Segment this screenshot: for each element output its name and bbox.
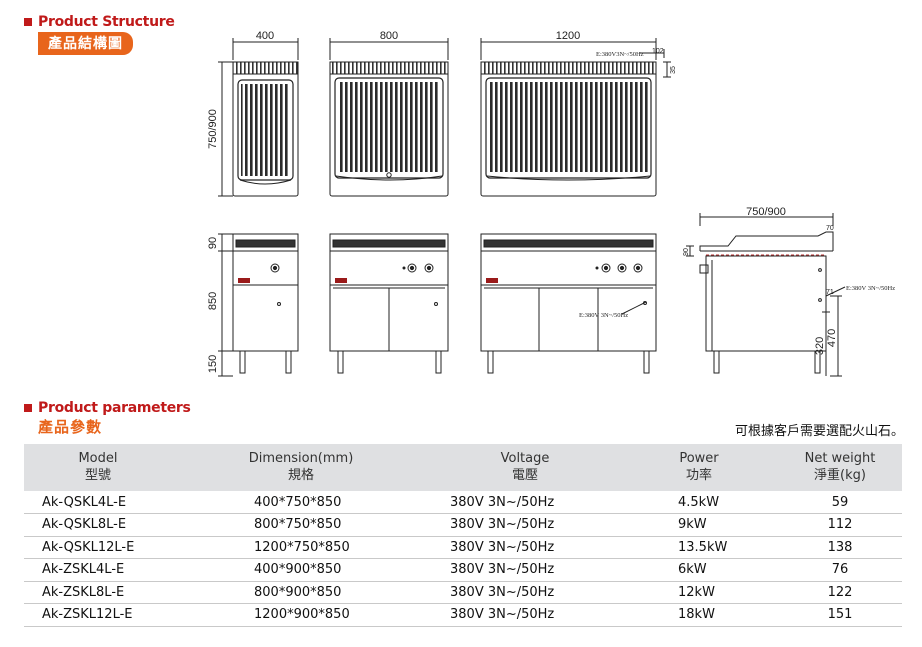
dim-400-label: 400 [256, 30, 274, 42]
voltage-tag-side: E:380V 3N~/50Hz [846, 285, 895, 292]
table-row: Ak-ZSKL12L-E 1200*900*850 380V 3N~/50Hz … [24, 603, 902, 627]
cell-power: 9kW [620, 513, 778, 537]
parameters-title-zh: 產品參數 [38, 419, 103, 436]
cell-power: 18kW [620, 603, 778, 627]
dim-71-label: 71 [826, 289, 834, 296]
cell-model: Ak-ZSKL12L-E [24, 603, 172, 627]
cell-power: 12kW [620, 581, 778, 604]
cell-power: 13.5kW [620, 536, 778, 559]
structure-title: Product Structure [24, 14, 175, 30]
voltage-tag-front: E:380V 3N~/50Hz [579, 312, 628, 319]
red-square-icon [24, 18, 32, 26]
cell-dimension: 800*750*850 [172, 513, 430, 537]
table-row: Ak-QSKL4L-E 400*750*850 380V 3N~/50Hz 4.… [24, 491, 902, 514]
cell-weight: 112 [778, 513, 902, 537]
cell-voltage: 380V 3N~/50Hz [430, 558, 620, 582]
dim-320-label: 320 [814, 337, 826, 355]
table-row: Ak-ZSKL4L-E 400*900*850 380V 3N~/50Hz 6k… [24, 558, 902, 582]
cell-voltage: 380V 3N~/50Hz [430, 513, 620, 537]
cell-voltage: 380V 3N~/50Hz [430, 581, 620, 604]
cell-dimension: 400*900*850 [172, 558, 430, 582]
cell-voltage: 380V 3N~/50Hz [430, 536, 620, 559]
table-row: Ak-ZSKL8L-E 800*900*850 380V 3N~/50Hz 12… [24, 581, 902, 604]
dim-90-label: 90 [207, 237, 219, 249]
dim-small-90-label: 90 [683, 248, 690, 256]
structure-header: Product Structure 產品結構圖 [24, 14, 175, 55]
voltage-tag-top: E:380V3N~/50Hz [596, 51, 644, 58]
cell-weight: 76 [778, 558, 902, 582]
cell-voltage: 380V 3N~/50Hz [430, 603, 620, 627]
cell-weight: 59 [778, 491, 902, 514]
cell-model: Ak-QSKL12L-E [24, 536, 172, 559]
cell-voltage: 380V 3N~/50Hz [430, 491, 620, 514]
cell-weight: 138 [778, 536, 902, 559]
dim-side-width-label: 750/900 [746, 206, 786, 218]
cell-model: Ak-ZSKL8L-E [24, 581, 172, 604]
technical-drawings: 400 800 1200 750/900 90 850 150 750/900 … [207, 30, 895, 377]
dim-470-label: 470 [826, 329, 838, 347]
parameters-title: Product parameters [24, 400, 191, 416]
red-square-icon [24, 404, 32, 412]
cell-model: Ak-QSKL4L-E [24, 491, 172, 514]
cell-weight: 122 [778, 581, 902, 604]
dim-height-label: 750/900 [207, 109, 219, 149]
cell-dimension: 1200*750*850 [172, 536, 430, 559]
dim-150-label: 150 [207, 355, 219, 373]
structure-title-en: Product Structure [38, 14, 175, 30]
dim-800-label: 800 [380, 30, 398, 42]
cell-model: Ak-ZSKL4L-E [24, 558, 172, 582]
dim-35-label: 35 [670, 66, 677, 74]
cell-model: Ak-QSKL8L-E [24, 513, 172, 537]
header-dimension: Dimension(mm)規格 [248, 451, 354, 483]
cell-power: 6kW [620, 558, 778, 582]
table-row: Ak-QSKL12L-E 1200*750*850 380V 3N~/50Hz … [24, 536, 902, 559]
cell-weight: 151 [778, 603, 902, 627]
cell-dimension: 400*750*850 [172, 491, 430, 514]
lava-stone-note: 可根據客戶需要選配火山石。 [734, 423, 904, 438]
cell-dimension: 1200*900*850 [172, 603, 430, 627]
dim-102-label: 102 [652, 48, 664, 55]
dim-70-label: 70 [826, 225, 834, 232]
dim-850-label: 850 [207, 292, 219, 310]
dim-1200-label: 1200 [556, 30, 580, 42]
structure-title-zh: 產品結構圖 [38, 32, 133, 55]
parameters-title-en: Product parameters [38, 400, 191, 416]
cell-power: 4.5kW [620, 491, 778, 514]
parameters-header: Product parameters 產品參數 [24, 400, 191, 437]
table-row: Ak-QSKL8L-E 800*750*850 380V 3N~/50Hz 9k… [24, 513, 902, 537]
cell-dimension: 800*900*850 [172, 581, 430, 604]
